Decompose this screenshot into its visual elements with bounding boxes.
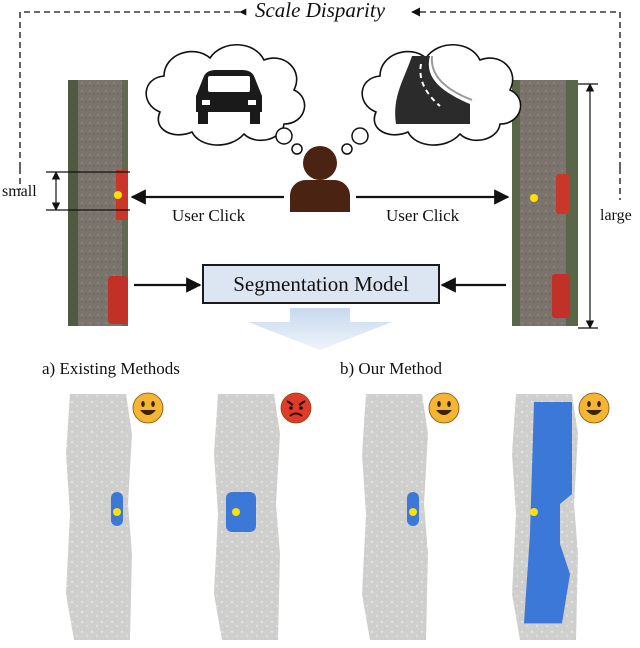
- result-panel-ours-car: [362, 392, 460, 640]
- ground-surface: [66, 394, 132, 640]
- small-scale-label: small: [2, 183, 37, 200]
- car-thought-cloud: [145, 44, 306, 155]
- segmentation-mask: [524, 402, 572, 624]
- result-panel-ours-road: [512, 392, 610, 640]
- existing-methods-label: a) Existing Methods: [42, 359, 180, 378]
- ground-surface: [362, 394, 428, 640]
- user-click-label-left: User Click: [172, 206, 246, 225]
- click-point: [232, 508, 240, 516]
- right-point-cloud: [512, 80, 598, 329]
- result-panel-existing-car: [66, 392, 164, 640]
- left-click-point: [114, 191, 122, 199]
- happy-face-icon: [578, 392, 610, 424]
- segmentation-model-label: Segmentation Model: [233, 271, 409, 296]
- car-icon: [196, 70, 262, 124]
- click-point: [113, 508, 121, 516]
- segmentation-mask: [226, 492, 256, 532]
- happy-face-icon: [428, 392, 460, 424]
- person-icon: [290, 146, 350, 212]
- result-panel-existing-road: [214, 392, 312, 640]
- result-panels: [66, 392, 610, 640]
- our-method-label: b) Our Method: [340, 359, 442, 378]
- scale-disparity-title: Scale Disparity: [254, 0, 386, 22]
- road-icon: [395, 55, 473, 124]
- large-scale-label: large: [600, 207, 632, 224]
- left-car-bottom: [108, 276, 128, 324]
- down-arrow: [248, 308, 392, 350]
- angry-face-icon: [280, 392, 312, 424]
- left-point-cloud: [46, 80, 130, 326]
- right-click-point: [530, 194, 538, 202]
- road-thought-cloud: [341, 44, 522, 155]
- happy-face-icon: [132, 392, 164, 424]
- user-click-label-right: User Click: [386, 206, 460, 225]
- scale-disparity-bracket: [19, 12, 621, 200]
- click-point: [530, 508, 538, 516]
- segmentation-model-box: Segmentation Model: [202, 264, 440, 304]
- click-point: [409, 508, 417, 516]
